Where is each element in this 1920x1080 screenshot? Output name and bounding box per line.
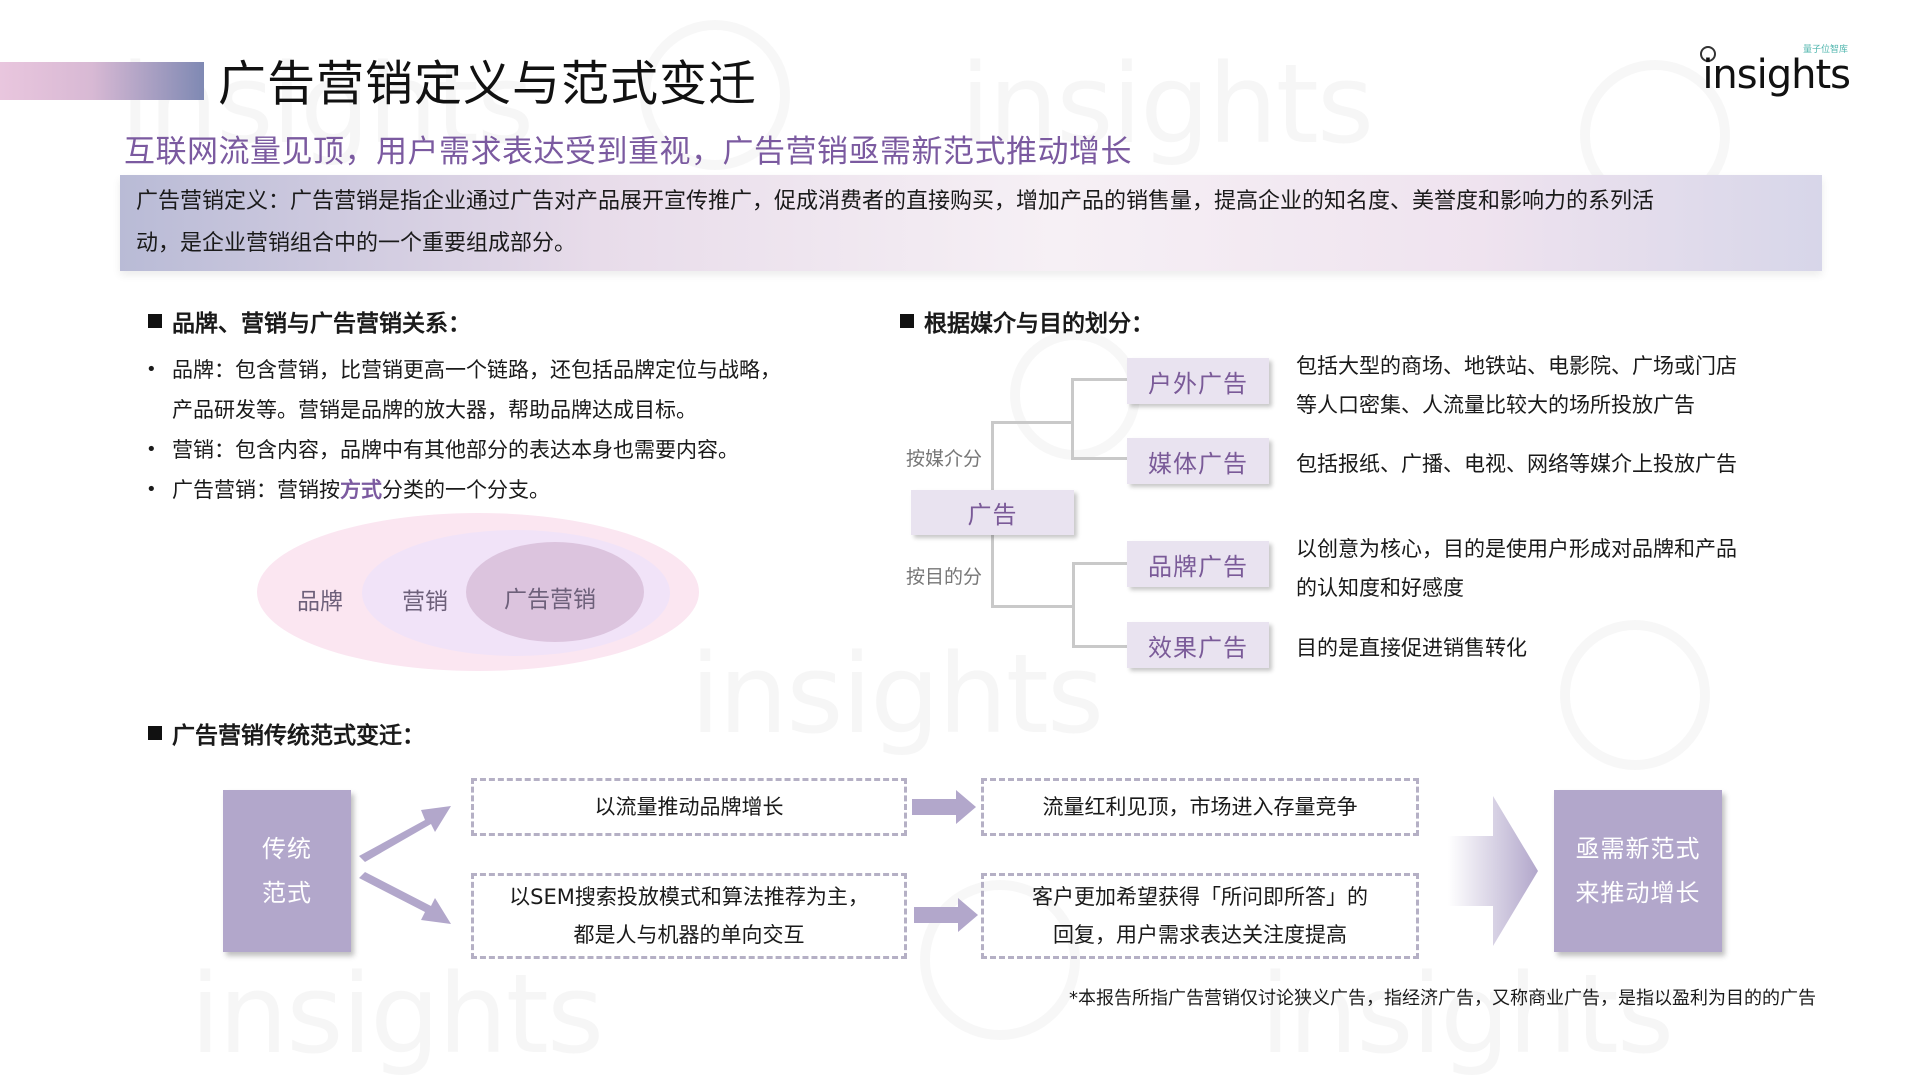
box-text: 以SEM搜索投放模式和算法推荐为主， — [509, 885, 869, 909]
page-subtitle: 互联网流量见顶，用户需求表达受到重视，广告营销亟需新范式推动增长 — [124, 134, 1132, 170]
tree-connector — [1071, 378, 1074, 460]
classification-heading: 根据媒介与目的划分： — [900, 304, 1154, 338]
box-text: 来推动增长 — [1575, 879, 1701, 907]
tree-connector — [991, 535, 994, 606]
footnote: *本报告所指广告营销仅讨论狭义广告，指经济广告，又称商业广告，是指以盈利为目的的… — [1069, 988, 1816, 1009]
traditional-row1-box: 以流量推动品牌增长 — [471, 778, 907, 836]
box-text: 以流量推动品牌增长 — [594, 795, 784, 819]
bullet-text: 营销：包含内容，品牌中有其他部分的表达本身也需要内容。 — [172, 438, 739, 462]
venn-label-ad-marketing: 广告营销 — [504, 587, 596, 613]
definition-banner: 广告营销定义：广告营销是指企业通过广告对产品展开宣传推广，促成消费者的直接购买，… — [120, 175, 1822, 271]
watermark-ring-icon — [1560, 620, 1710, 770]
brand-word: insights — [1702, 52, 1851, 98]
relation-heading-text: 品牌、营销与广告营销关系： — [172, 311, 471, 337]
list-item: 营销：包含内容，品牌中有其他部分的表达本身也需要内容。 — [146, 430, 846, 470]
page-title: 广告营销定义与范式变迁 — [218, 56, 758, 112]
brand-cn-name: 量子位智库 — [1802, 45, 1848, 55]
tree-connector — [991, 421, 994, 491]
node-desc-media: 包括报纸、广播、电视、网络等媒介上投放广告 — [1296, 445, 1737, 484]
square-bullet-icon — [148, 314, 162, 328]
venn-label-marketing: 营销 — [402, 589, 448, 615]
traditional-row2-box: 以SEM搜索投放模式和算法推荐为主， 都是人与机器的单向交互 — [471, 873, 907, 959]
change-row2-box: 客户更加希望获得「所问即所答」的 回复，用户需求表达关注度提高 — [981, 873, 1419, 959]
square-bullet-icon — [148, 726, 162, 740]
big-arrow-right-icon — [1448, 796, 1538, 946]
desc-line: 的认知度和好感度 — [1296, 576, 1464, 600]
node-desc-outdoor: 包括大型的商场、地铁站、电影院、广场或门店 等人口密集、人流量比较大的场所投放广… — [1296, 347, 1737, 425]
box-text: 都是人与机器的单向交互 — [573, 923, 805, 947]
tree-connector — [1072, 645, 1128, 648]
branch-label-by-media: 按媒介分 — [906, 448, 983, 470]
desc-line: 目的是直接促进销售转化 — [1296, 636, 1527, 660]
change-row1-box: 流量红利见顶，市场进入存量竞争 — [981, 778, 1419, 836]
bullet-text: 产品研发等。营销是品牌的放大器，帮助品牌达成目标。 — [172, 398, 697, 422]
paradigm-heading-text: 广告营销传统范式变迁： — [172, 723, 425, 749]
box-text: 回复，用户需求表达关注度提高 — [1053, 923, 1347, 947]
node-desc-brand: 以创意为核心，目的是使用户形成对品牌和产品 的认知度和好感度 — [1296, 530, 1737, 608]
tree-connector — [1071, 457, 1127, 460]
title-accent-bar — [0, 62, 204, 100]
definition-line-1: 广告营销定义：广告营销是指企业通过广告对产品展开宣传推广，促成消费者的直接购买，… — [136, 189, 1655, 214]
relation-bullet-list: 品牌：包含营销，比营销更高一个链路，还包括品牌定位与战略， 产品研发等。营销是品… — [146, 350, 846, 510]
q-ring-icon — [1700, 46, 1716, 62]
traditional-paradigm-box: 传统 范式 — [223, 790, 351, 952]
box-text: 亟需新范式 — [1575, 835, 1701, 863]
tree-connector — [991, 421, 1073, 424]
branch-label-by-purpose: 按目的分 — [906, 566, 983, 588]
watermark: insights — [1260, 950, 1672, 1078]
bullet-highlight: 方式 — [340, 478, 382, 502]
square-bullet-icon — [900, 314, 914, 328]
desc-line: 包括大型的商场、地铁站、电影院、广场或门店 — [1296, 354, 1737, 378]
list-item: 品牌：包含营销，比营销更高一个链路，还包括品牌定位与战略， 产品研发等。营销是品… — [146, 350, 846, 430]
tree-connector — [1072, 562, 1128, 565]
bullet-text: 广告营销：营销按 — [172, 478, 340, 502]
watermark: insights — [690, 630, 1102, 758]
classification-heading-text: 根据媒介与目的划分： — [924, 311, 1154, 337]
node-desc-performance: 目的是直接促进销售转化 — [1296, 629, 1527, 668]
relation-heading: 品牌、营销与广告营销关系： — [148, 304, 471, 338]
paradigm-heading: 广告营销传统范式变迁： — [148, 716, 425, 750]
brand-logo: 量子位智库 insights — [1700, 38, 1851, 108]
venn-inner-ad-marketing — [466, 542, 644, 642]
tree-root-node: 广告 — [911, 490, 1074, 535]
tree-node-brand: 品牌广告 — [1127, 541, 1269, 587]
list-item: 广告营销：营销按方式分类的一个分支。 — [146, 470, 846, 510]
tree-node-performance: 效果广告 — [1127, 622, 1269, 668]
bullet-text: 分类的一个分支。 — [382, 478, 550, 502]
venn-label-brand: 品牌 — [297, 589, 343, 615]
arrow-right-icon — [912, 790, 976, 824]
box-text: 传统 — [262, 835, 312, 863]
branch-arrows-icon — [359, 806, 451, 924]
tree-connector — [1072, 562, 1075, 648]
watermark-ring-icon — [1010, 330, 1140, 460]
box-text: 客户更加希望获得「所问即所答」的 — [1032, 885, 1368, 909]
new-paradigm-box: 亟需新范式 来推动增长 — [1554, 790, 1722, 952]
box-text: 流量红利见顶，市场进入存量竞争 — [1042, 795, 1358, 819]
definition-line-2: 动，是企业营销组合中的一个重要组成部分。 — [136, 231, 577, 256]
desc-line: 等人口密集、人流量比较大的场所投放广告 — [1296, 393, 1695, 417]
tree-connector — [1071, 378, 1127, 381]
tree-node-outdoor: 户外广告 — [1127, 358, 1269, 404]
desc-line: 包括报纸、广播、电视、网络等媒介上投放广告 — [1296, 452, 1737, 476]
bullet-text: 品牌：包含营销，比营销更高一个链路，还包括品牌定位与战略， — [172, 358, 781, 382]
watermark: insights — [190, 950, 602, 1078]
desc-line: 以创意为核心，目的是使用户形成对品牌和产品 — [1296, 537, 1737, 561]
tree-connector — [991, 605, 1073, 608]
arrow-right-icon — [914, 898, 978, 932]
tree-node-media: 媒体广告 — [1127, 438, 1269, 484]
box-text: 范式 — [262, 879, 312, 907]
